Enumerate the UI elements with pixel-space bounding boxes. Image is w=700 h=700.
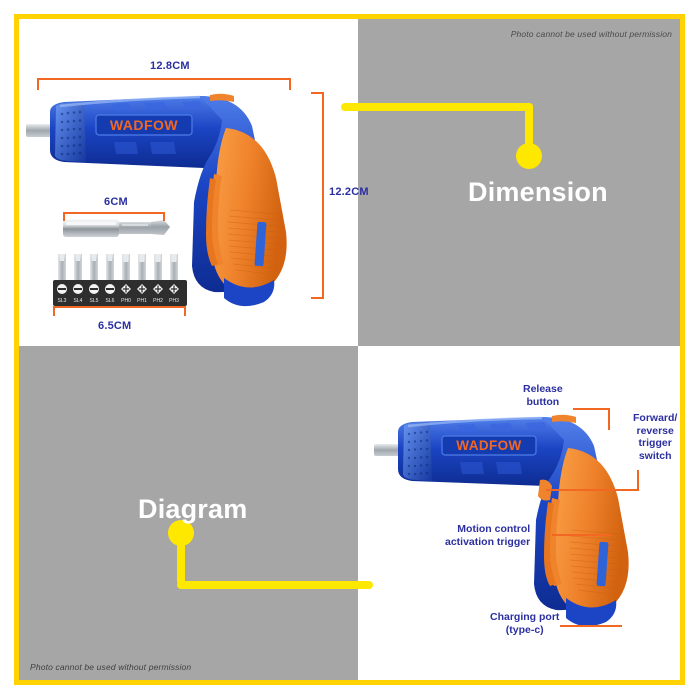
watermark-top: Photo cannot be used without permission [510,29,672,39]
callout-forward-reverse-switch: Forward/ reverse trigger switch [633,412,678,462]
callout-charging-port: Charging port (type-c) [490,611,560,636]
connector-line-dimension-vertical [525,103,533,159]
leader-forward-vertical [637,470,639,491]
svg-text:SL4: SL4 [74,298,83,304]
brand-text-top: WADFOW [110,117,179,133]
dimension-bracket-length [37,78,291,90]
svg-text:SL5: SL5 [90,298,99,304]
svg-text:SL6: SL6 [106,298,115,304]
panel-diagram-title [19,346,358,680]
watermark-bottom: Photo cannot be used without permission [30,662,192,672]
release-button-part [552,414,576,423]
forward-reverse-switch-part [538,479,552,501]
panel-diagram-photo [358,346,680,680]
dimension-label-length: 12.8CM [150,60,190,72]
leader-release-vertical [608,408,610,430]
connector-dot-dimension [516,143,542,169]
dimension-bracket-bit-holder [63,212,165,221]
leader-motion-horizontal [552,534,612,536]
charging-port-part [566,598,617,627]
leader-charging-horizontal [560,625,622,627]
bit-label-group: SL3 SL4 SL5 SL6 PH0 PH1 PH2 PH3 [58,298,180,304]
section-title-dimension: Dimension [468,177,608,207]
brand-text-bottom: WADFOW [456,438,521,453]
svg-text:PH1: PH1 [137,298,147,304]
dimension-bracket-height [311,92,324,299]
connector-line-diagram-horizontal [177,581,373,589]
callout-release-button: Release button [523,383,563,408]
leader-release-horizontal [573,408,610,410]
callout-motion-trigger: Motion control activation trigger [445,523,531,548]
bit-set-illustration: SL3 SL4 SL5 SL6 PH0 PH1 PH2 PH3 [53,254,187,306]
bit-holder-illustration [63,219,170,237]
dimension-bracket-bit-set [53,306,186,316]
section-title-diagram: Diagram [138,494,248,524]
svg-text:PH3: PH3 [169,298,179,304]
connector-line-diagram-vertical [177,528,185,585]
dimension-label-bit-holder: 6CM [104,196,128,208]
svg-text:PH2: PH2 [153,298,163,304]
connector-line-dimension-horizontal [341,103,533,111]
product-illustration-bottom: WADFOW [374,414,629,627]
svg-text:SL3: SL3 [58,298,67,304]
product-illustration-top: WADFOW [26,93,287,307]
dimension-label-bit-set: 6.5CM [98,320,132,332]
leader-forward-horizontal [546,489,639,491]
panel-dimension-title [358,19,680,346]
dimension-label-height: 12.2CM [329,186,369,198]
svg-text:PH0: PH0 [121,298,131,304]
connector-dot-diagram [168,520,194,546]
